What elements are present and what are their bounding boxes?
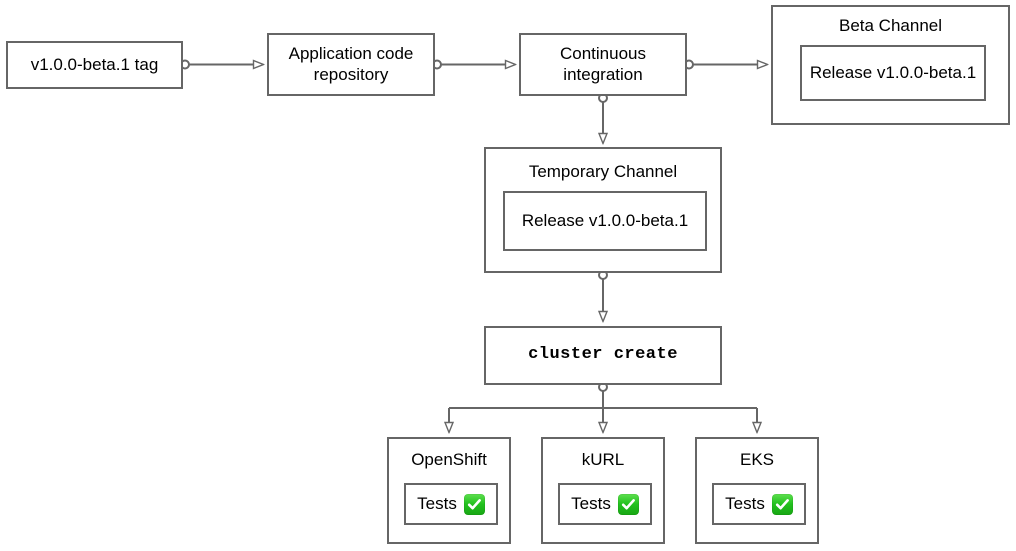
node-ci-label-line2: integration (563, 64, 643, 84)
node-kurl[interactable]: kURL Tests (541, 437, 665, 544)
node-tag-label: v1.0.0-beta.1 tag (30, 54, 159, 74)
node-openshift-tests-label: Tests (417, 493, 457, 513)
node-temporary-channel-title: Temporary Channel (528, 162, 678, 181)
node-ci-label: Continuous integration (560, 44, 646, 85)
white-check-mark-icon (771, 493, 793, 515)
node-eks-tests-row: Tests (725, 493, 793, 515)
node-openshift-tests-row: Tests (417, 493, 485, 515)
node-tag[interactable]: v1.0.0-beta.1 tag (6, 41, 183, 89)
node-repo-label-line1: Application code (288, 43, 414, 63)
node-cluster-create[interactable]: cluster create (484, 326, 722, 385)
node-kurl-title: kURL (581, 450, 625, 469)
node-eks-tests-label: Tests (725, 493, 765, 513)
node-continuous-integration[interactable]: Continuous integration (519, 33, 687, 96)
node-temporary-channel[interactable]: Temporary Channel Release v1.0.0-beta.1 (484, 147, 722, 273)
white-check-mark-icon (617, 493, 639, 515)
node-openshift-tests[interactable]: Tests (404, 483, 498, 525)
node-eks[interactable]: EKS Tests (695, 437, 819, 544)
node-application-code-repository[interactable]: Application code repository (267, 33, 435, 96)
node-beta-channel-release-label: Release v1.0.0-beta.1 (809, 62, 977, 82)
node-cluster-create-label: cluster create (528, 345, 678, 365)
node-repo-label-line2: repository (313, 64, 389, 84)
node-temporary-channel-release-label: Release v1.0.0-beta.1 (521, 210, 689, 230)
node-kurl-tests-row: Tests (571, 493, 639, 515)
node-ci-label-line1: Continuous (559, 43, 646, 63)
node-beta-channel[interactable]: Beta Channel Release v1.0.0-beta.1 (771, 5, 1010, 125)
node-eks-tests[interactable]: Tests (712, 483, 806, 525)
node-repo-label: Application code repository (289, 44, 414, 85)
node-kurl-tests-label: Tests (571, 493, 611, 513)
node-openshift[interactable]: OpenShift Tests (387, 437, 511, 544)
node-beta-channel-title: Beta Channel (838, 16, 943, 35)
white-check-mark-icon (463, 493, 485, 515)
node-kurl-tests[interactable]: Tests (558, 483, 652, 525)
node-beta-channel-release[interactable]: Release v1.0.0-beta.1 (800, 45, 986, 101)
node-eks-title: EKS (739, 450, 775, 469)
node-temporary-channel-release[interactable]: Release v1.0.0-beta.1 (503, 191, 707, 251)
node-openshift-title: OpenShift (411, 450, 487, 469)
